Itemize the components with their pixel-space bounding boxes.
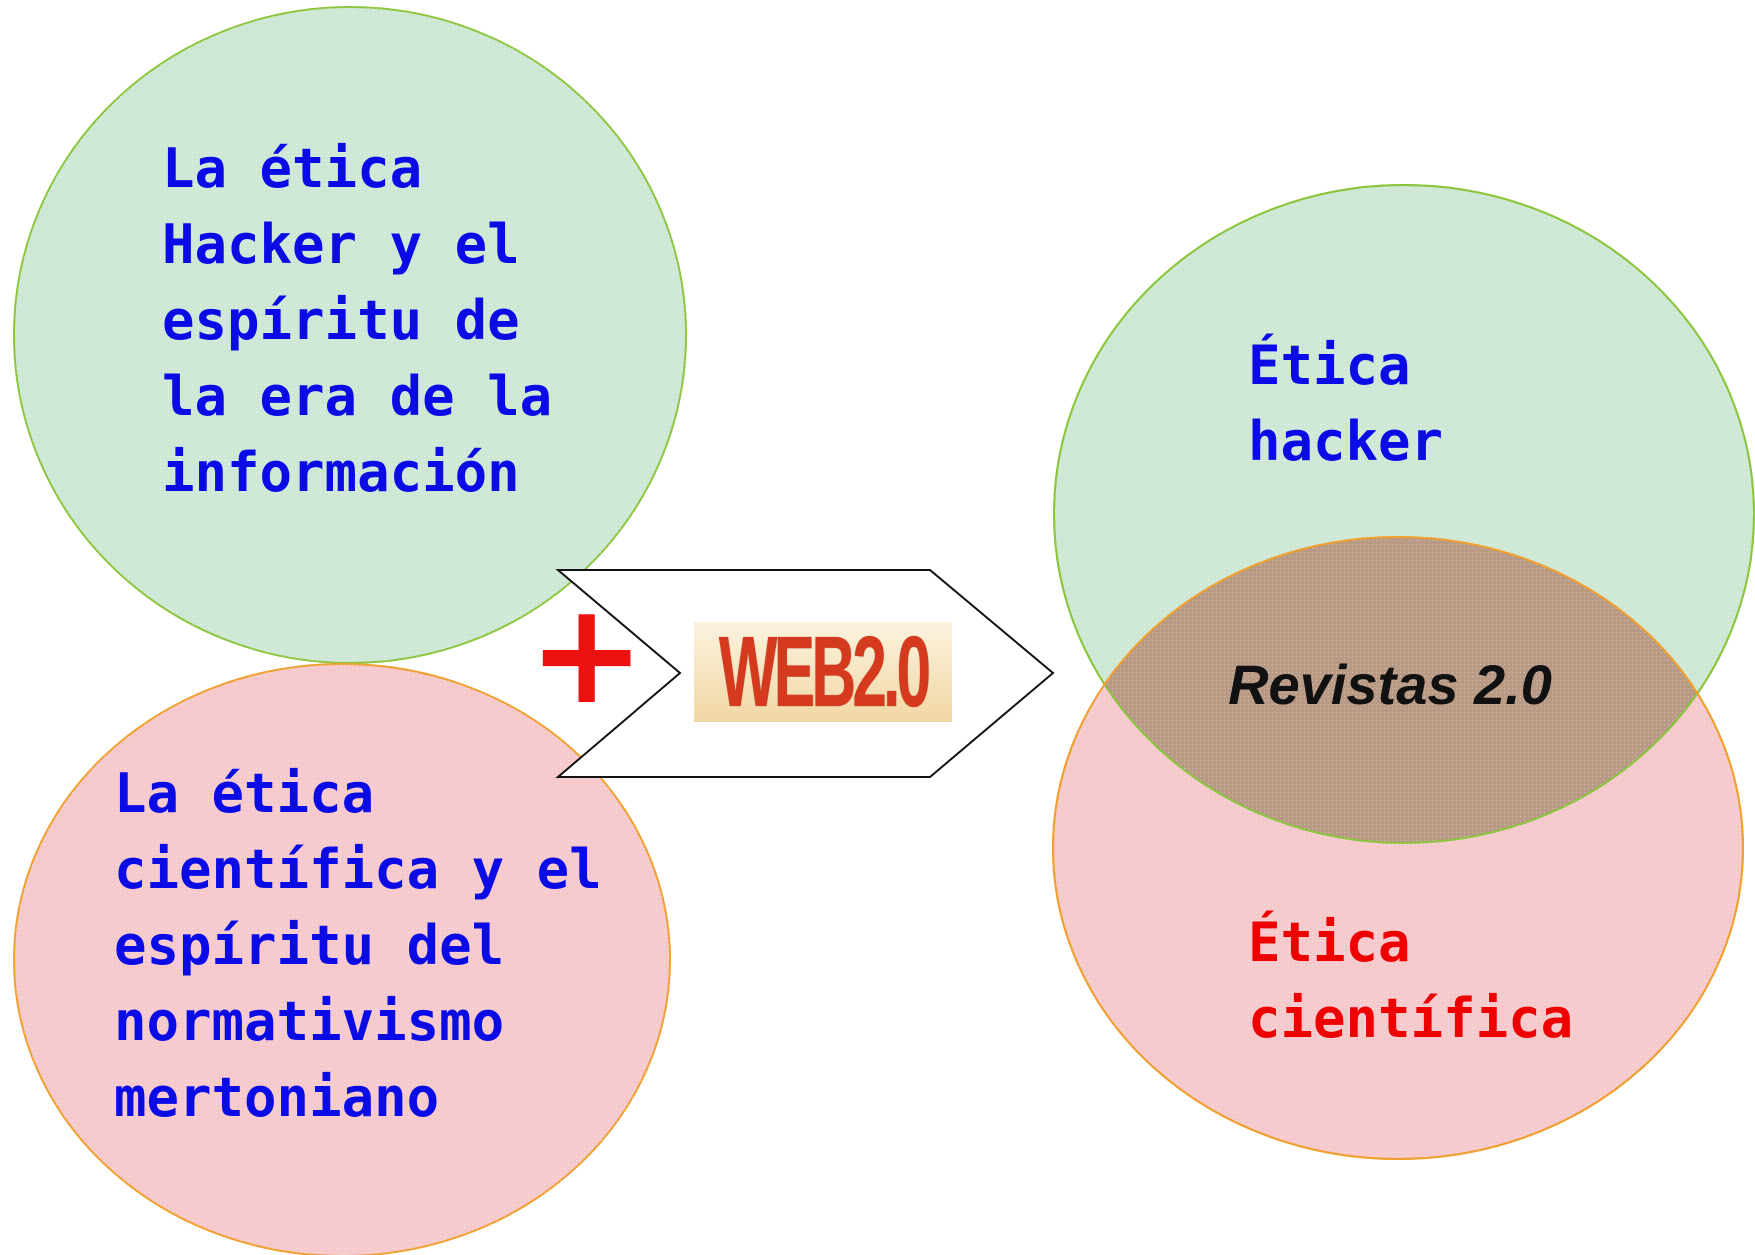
revistas-label: Revistas 2.0 [1228,653,1552,716]
etica-hacker-label: Ética hacker [1248,334,1444,473]
web2-logo-text: WEB2.0 [718,616,931,728]
hacker-ethics-label: La ética Hacker y el espíritu de la era … [162,137,553,504]
plus-icon: + [528,573,646,736]
scientific-ethics-label: La ética científica y el espíritu del no… [114,762,602,1129]
etica-cientifica-label: Ética científica [1248,911,1574,1050]
web2-logo: WEB2.0 [694,622,952,722]
